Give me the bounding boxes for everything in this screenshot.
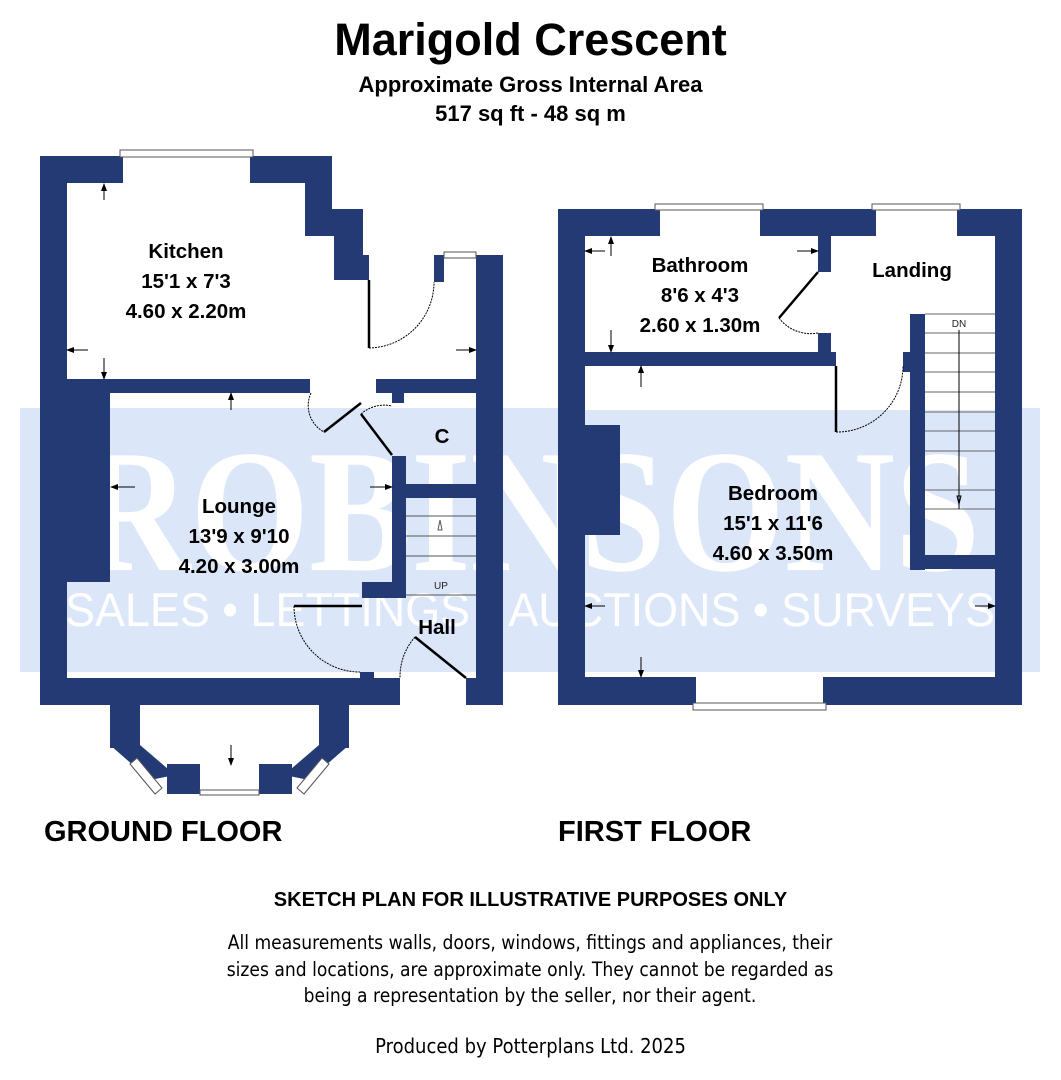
area-subtitle: Approximate Gross Internal Area [358,72,703,97]
room-metric: 4.60 x 2.20m [126,300,247,323]
ground-floor-plan [40,156,503,794]
stair-up-label: UP [434,581,448,592]
gross-area: 517 sq ft - 48 sq m [435,101,626,126]
property-title: Marigold Crescent [334,14,727,65]
ground-floor-doors [293,280,467,679]
first-floor-windows [654,203,961,711]
stair-down-label: DN [952,319,966,330]
room-hall: Hall [418,616,456,639]
ground-floor-label: GROUND FLOOR [44,816,283,848]
sketch-notice: SKETCH PLAN FOR ILLUSTRATIVE PURPOSES ON… [273,889,788,911]
room-metric: 2.60 x 1.30m [640,314,761,337]
room-name: Bedroom [728,482,818,505]
room-cupboard: C [435,425,450,448]
ground-floor-stairs [406,515,476,596]
first-floor-dimension-arrows [584,236,996,678]
room-bedroom: Bedroom 15'1 x 11'6 4.60 x 3.50m [713,482,834,565]
produced-by: Produced by Potterplans Ltd. 2025 [375,1034,686,1058]
first-floor-doors [778,271,904,433]
watermark-tagline: SALES • LETTINGS • AUCTIONS • SURVEYS [65,583,995,636]
first-floor-label: FIRST FLOOR [558,816,752,848]
room-lounge: Lounge 13'9 x 9'10 4.20 x 3.00m [179,495,300,578]
disclaimer-text: All measurements walls, doors, windows, … [226,931,834,1007]
room-landing: Landing [872,259,952,282]
room-imperial: 15'1 x 11'6 [723,512,823,535]
room-imperial: 13'9 x 9'10 [189,525,290,548]
watermark-brand: ROBINSONS [80,414,980,608]
room-bathroom: Bathroom 8'6 x 4'3 2.60 x 1.30m [640,254,761,337]
room-metric: 4.60 x 3.50m [713,542,834,565]
ground-floor-windows [119,149,477,796]
room-kitchen: Kitchen 15'1 x 7'3 4.60 x 2.20m [126,240,247,323]
room-imperial: 15'1 x 7'3 [141,270,231,293]
first-floor-stairs [925,313,995,510]
room-imperial: 8'6 x 4'3 [661,284,739,307]
room-name: Lounge [202,495,276,518]
room-metric: 4.20 x 3.00m [179,555,300,578]
room-name: Kitchen [148,240,223,263]
ground-floor-dimension-arrows [66,183,477,766]
first-floor-plan [558,209,1022,705]
watermark-band [20,408,1040,672]
room-name: Bathroom [652,254,749,277]
